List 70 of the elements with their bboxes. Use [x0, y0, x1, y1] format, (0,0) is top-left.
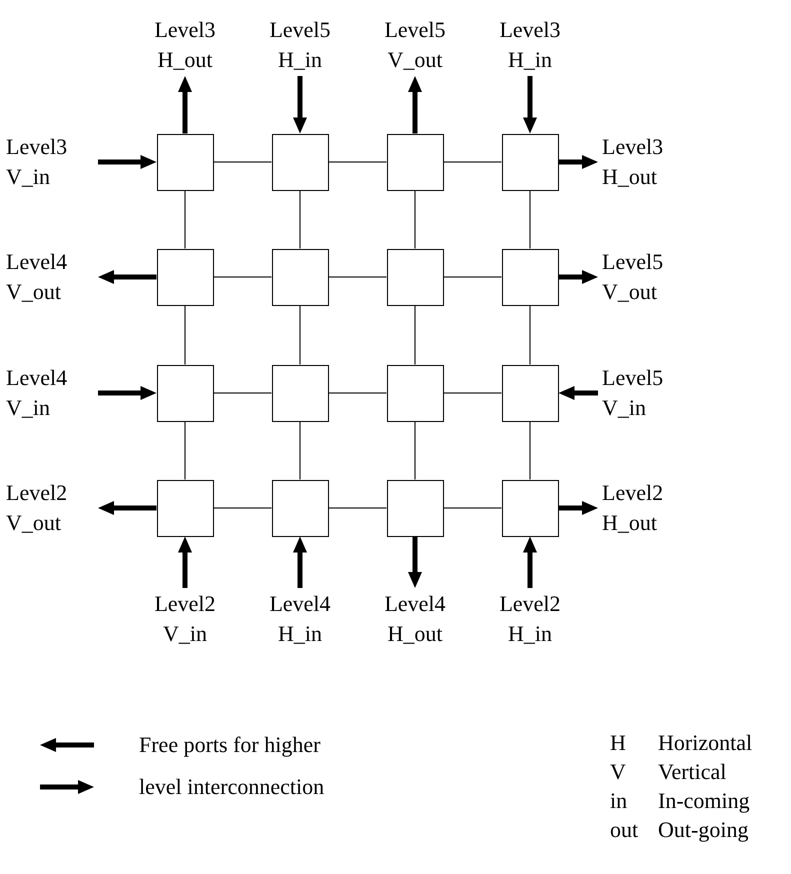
legend-text: level interconnection	[139, 773, 324, 801]
arrow	[178, 76, 192, 134]
arrow	[558, 270, 598, 284]
arrow	[98, 155, 156, 169]
router-box	[386, 248, 444, 306]
arrow	[98, 386, 156, 400]
abbreviation-meaning: In-coming	[658, 787, 751, 815]
router-box	[272, 134, 328, 190]
connector-line	[213, 276, 272, 278]
port-label: Level2 H_in	[480, 588, 580, 650]
arrow	[558, 386, 598, 400]
connector-line	[184, 305, 186, 365]
connector-line	[443, 276, 502, 278]
router-box	[386, 134, 444, 190]
connector-line	[184, 190, 186, 249]
port-label: Level3 H_out	[598, 131, 710, 193]
connector-line	[328, 392, 387, 394]
connector-line	[414, 421, 416, 480]
port-label: Level5 V_out	[598, 246, 710, 308]
router-box	[386, 480, 444, 536]
port-label: Level4 H_in	[250, 588, 350, 650]
router-box	[272, 480, 328, 536]
router-box	[502, 134, 558, 190]
router-box	[272, 248, 328, 306]
port-label: Level5 V_in	[598, 362, 710, 424]
arrow	[293, 536, 307, 588]
port-label: Level2 V_out	[6, 477, 98, 539]
router-box	[156, 364, 214, 422]
port-label: Level3 V_in	[6, 131, 98, 193]
connector-line	[414, 190, 416, 249]
arrow	[558, 501, 598, 515]
router-box	[502, 364, 558, 422]
port-label: Level2 H_out	[598, 477, 710, 539]
abbreviation-meaning: Out-going	[658, 816, 750, 844]
router-box	[272, 364, 328, 422]
router-box	[386, 364, 444, 422]
arrow	[293, 76, 307, 134]
connector-line	[213, 392, 272, 394]
legend-text: Free ports for higher	[139, 731, 320, 759]
router-box	[156, 134, 214, 190]
router-box	[502, 480, 558, 536]
abbreviation: H	[610, 729, 627, 757]
abbreviation: V	[610, 758, 627, 786]
port-label: Level4 H_out	[365, 588, 465, 650]
abbreviation: in	[610, 787, 628, 815]
arrow	[523, 536, 537, 588]
port-label: Level4 V_out	[6, 246, 98, 308]
abbreviation-meaning: Horizontal	[658, 729, 752, 757]
arrow	[408, 536, 422, 588]
connector-line	[328, 276, 387, 278]
port-label: Level3 H_in	[482, 14, 578, 76]
port-label: Level3 H_out	[137, 14, 233, 76]
arrow	[558, 155, 598, 169]
abbreviation: out	[610, 816, 640, 844]
arrow	[98, 270, 156, 284]
port-label: Level4 V_in	[6, 362, 98, 424]
router-box	[156, 480, 214, 536]
arrow	[98, 501, 156, 515]
arrow	[178, 536, 192, 588]
connector-line	[414, 305, 416, 365]
arrow	[408, 76, 422, 134]
port-label: Level5 V_out	[367, 14, 463, 76]
port-label: Level2 V_in	[135, 588, 235, 650]
abbreviation-meaning: Vertical	[658, 758, 728, 786]
arrow	[523, 76, 537, 134]
connector-line	[443, 392, 502, 394]
router-box	[502, 248, 558, 306]
port-label: Level5 H_in	[252, 14, 348, 76]
router-box	[156, 248, 214, 306]
connector-line	[184, 421, 186, 480]
